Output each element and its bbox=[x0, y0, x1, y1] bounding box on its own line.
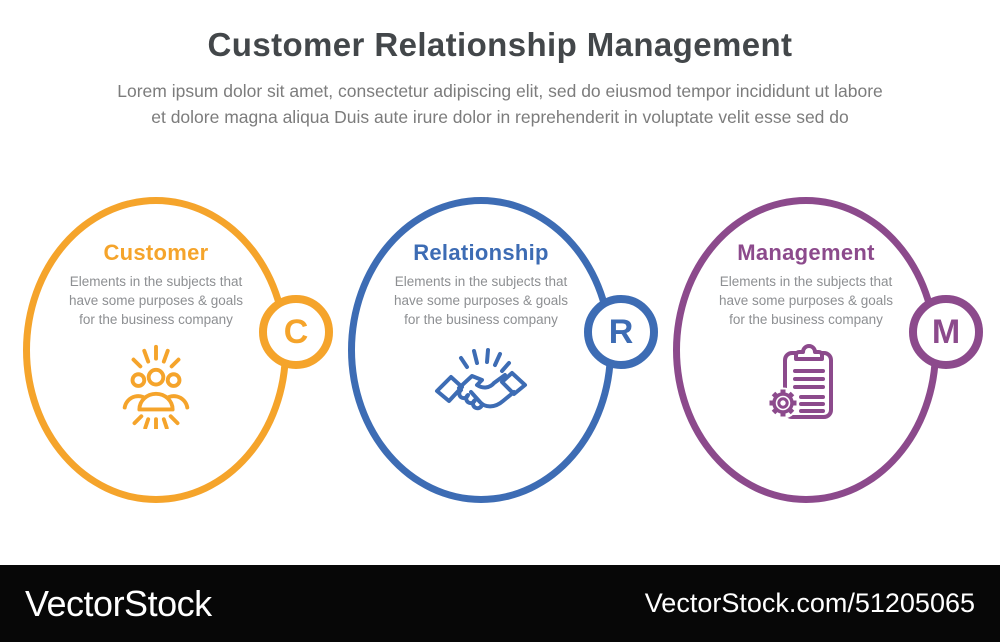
customer-label: Customer bbox=[103, 240, 209, 265]
management-label: Management bbox=[737, 240, 875, 265]
page-title: Customer Relationship Management bbox=[207, 26, 793, 63]
description-line: have some purposes & goals bbox=[68, 293, 244, 308]
description-line: for the business company bbox=[404, 312, 558, 327]
customer-letter-badge: C bbox=[259, 295, 333, 369]
badge-letter: C bbox=[283, 312, 309, 351]
management-circle: Management Elements in the subjects that… bbox=[673, 197, 939, 503]
vectorstock-logo: VectorStock bbox=[25, 582, 212, 624]
description-line: Elements in the subjects that bbox=[719, 274, 893, 289]
description-line: for the business company bbox=[729, 312, 883, 327]
relationship-letter-badge: R bbox=[584, 295, 658, 369]
customer-circle: Customer Elements in the subjects that h… bbox=[23, 197, 289, 503]
description-line: for the business company bbox=[79, 312, 233, 327]
page-subtitle: Lorem ipsum dolor sit amet, consectetur … bbox=[0, 78, 1000, 130]
relationship-description: Elements in the subjects that have some … bbox=[394, 272, 568, 329]
watermark-bar: VectorStock VectorStock.com/51205065 bbox=[0, 565, 1000, 642]
description-line: have some purposes & goals bbox=[393, 293, 569, 308]
relationship-circle: Relationship Elements in the subjects th… bbox=[348, 197, 614, 503]
management-letter-badge: M bbox=[909, 295, 983, 369]
subtitle-line: Lorem ipsum dolor sit amet, consectetur … bbox=[117, 81, 883, 101]
badge-letter: R bbox=[608, 312, 634, 351]
description-line: Elements in the subjects that bbox=[394, 274, 568, 289]
clipboard-gear-icon bbox=[767, 341, 845, 425]
people-group-icon bbox=[117, 341, 195, 429]
vectorstock-url: VectorStock.com/51205065 bbox=[644, 588, 975, 618]
description-line: have some purposes & goals bbox=[718, 293, 894, 308]
relationship-label: Relationship bbox=[413, 240, 549, 265]
description-line: Elements in the subjects that bbox=[69, 274, 243, 289]
management-description: Elements in the subjects that have some … bbox=[719, 272, 893, 329]
handshake-icon bbox=[433, 341, 529, 415]
customer-description: Elements in the subjects that have some … bbox=[69, 272, 243, 329]
subtitle-line: et dolore magna aliqua Duis aute irure d… bbox=[151, 107, 849, 127]
badge-letter: M bbox=[931, 312, 961, 351]
